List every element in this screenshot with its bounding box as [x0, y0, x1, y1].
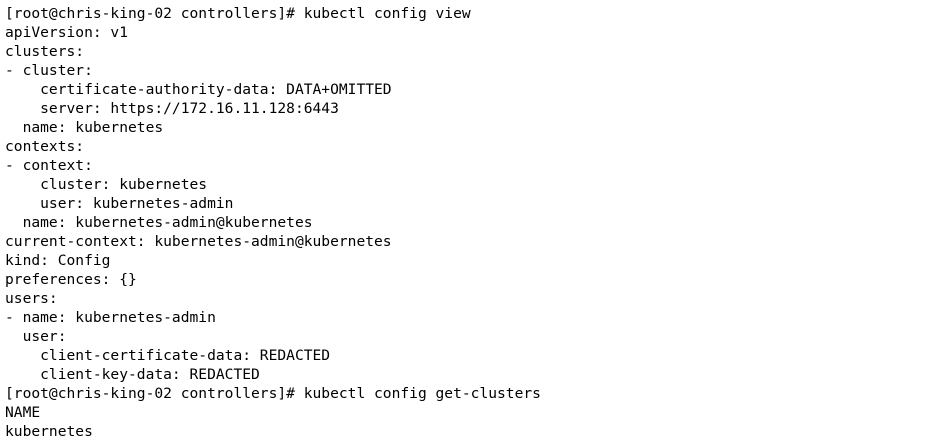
output-line-user: user: — [5, 328, 67, 345]
command-line-config-view: [root@chris-king-02 controllers]# kubect… — [5, 5, 471, 22]
output-line-client-certificate-data: client-certificate-data: REDACTED — [5, 347, 331, 364]
output-line-kubernetes: kubernetes — [5, 423, 93, 440]
output-line-context-name: name: kubernetes-admin@kubernetes — [5, 214, 313, 231]
output-line-preferences: preferences: {} — [5, 271, 137, 288]
output-line-kind: kind: Config — [5, 252, 111, 269]
output-line-client-key-data: client-key-data: REDACTED — [5, 366, 260, 383]
output-line-context: - context: — [5, 157, 93, 174]
output-line-user-name: - name: kubernetes-admin — [5, 309, 216, 326]
output-line-users: users: — [5, 290, 58, 307]
output-line-server: server: https://172.16.11.128:6443 — [5, 100, 339, 117]
output-line-current-context: current-context: kubernetes-admin@kubern… — [5, 233, 392, 250]
terminal-output[interactable]: [root@chris-king-02 controllers]# kubect… — [5, 4, 941, 440]
output-line-cluster: - cluster: — [5, 62, 93, 79]
output-line-contexts: contexts: — [5, 138, 85, 155]
output-line-name-header: NAME — [5, 404, 41, 421]
output-line-api-version: apiVersion: v1 — [5, 24, 129, 41]
output-line-clusters: clusters: — [5, 43, 85, 60]
output-line-context-user: user: kubernetes-admin — [5, 195, 234, 212]
output-line-cluster-name: name: kubernetes — [5, 119, 164, 136]
command-line-get-clusters: [root@chris-king-02 controllers]# kubect… — [5, 385, 541, 402]
output-line-certificate-authority-data: certificate-authority-data: DATA+OMITTED — [5, 81, 392, 98]
output-line-context-cluster: cluster: kubernetes — [5, 176, 208, 193]
